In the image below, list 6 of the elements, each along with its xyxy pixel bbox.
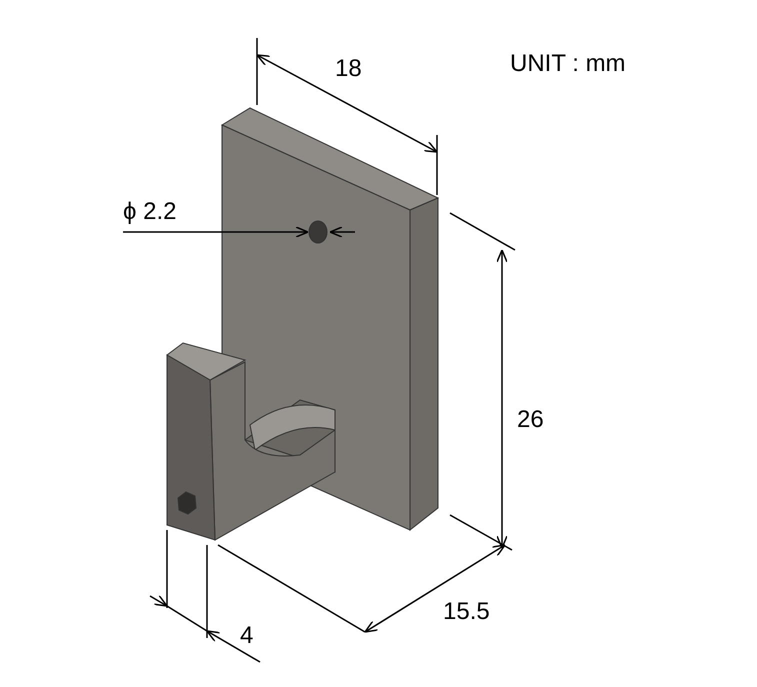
dimension-label: 15.5 xyxy=(443,600,490,624)
dimension-label: 4 xyxy=(240,624,254,648)
dimension-label: ϕ 2.2 xyxy=(123,200,176,224)
unit-note: UNIT : mm xyxy=(510,52,626,76)
dimension-label: 18 xyxy=(335,57,362,81)
dimension-label: 26 xyxy=(517,408,544,432)
